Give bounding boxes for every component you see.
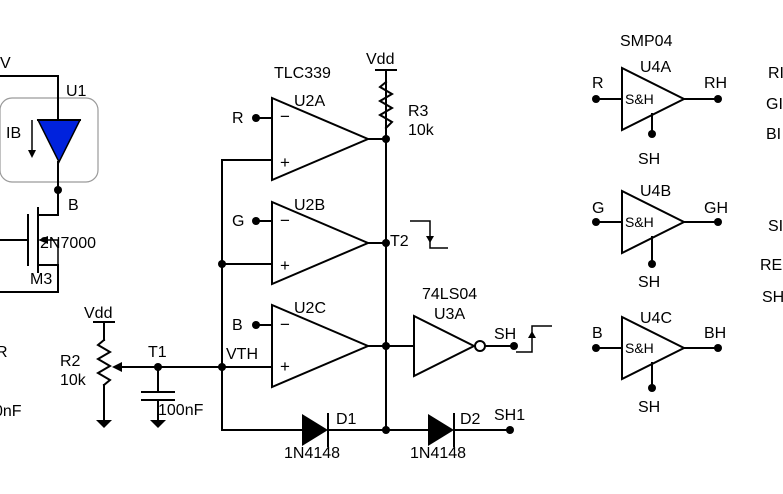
input-label-g: G <box>232 213 244 230</box>
label-r3: R3 <box>408 103 429 120</box>
u4c-control: SH <box>638 399 660 416</box>
right-cutoff-4: SI <box>768 218 783 235</box>
label-u4c: U4C <box>640 310 672 327</box>
sh-waveform-icon <box>516 325 552 353</box>
label-ib: IB <box>6 125 21 142</box>
sample-hold-u4c <box>592 315 722 392</box>
label-u3a: U3A <box>434 306 465 323</box>
label-u2c: U2C <box>294 300 326 317</box>
r2-potentiometer <box>93 321 223 428</box>
label-d2: D2 <box>460 411 481 428</box>
u4b-sh-label: S&H <box>625 214 654 230</box>
comparator-u2a: − + <box>252 96 387 182</box>
comparator-u2c: − + <box>252 303 415 389</box>
right-cutoff-5: RE <box>760 257 782 274</box>
label-u2a: U2A <box>294 93 325 110</box>
inverter-u3a <box>413 314 518 378</box>
right-cutoff-1: RI <box>768 65 783 82</box>
u4a-control: SH <box>638 151 660 168</box>
svg-text:−: − <box>280 211 290 230</box>
u4c-output: BH <box>704 325 726 342</box>
svg-text:+: + <box>280 153 290 172</box>
sample-hold-u4b <box>592 189 722 268</box>
label-smp04: SMP04 <box>620 33 673 50</box>
right-cutoff-3: BI <box>766 126 781 143</box>
u4a-output: RH <box>704 75 727 92</box>
u4b-control: SH <box>638 274 660 291</box>
diode-d2 <box>428 413 455 447</box>
label-b-node: B <box>68 197 79 214</box>
label-d2-part: 1N4148 <box>410 445 466 462</box>
diode-d1 <box>302 413 329 447</box>
label-u4b: U4B <box>640 183 671 200</box>
u4a-input: R <box>592 75 604 92</box>
label-r3-value: 10k <box>408 122 435 139</box>
label-supply-left: V <box>0 55 11 72</box>
input-label-b: B <box>232 317 243 334</box>
label-t2: T2 <box>390 233 409 250</box>
u4c-sh-label: S&H <box>625 340 654 356</box>
label-r2: R2 <box>60 353 81 370</box>
label-d1: D1 <box>336 411 357 428</box>
comparator-u2b: − + <box>252 200 387 286</box>
photodiode-symbol <box>36 119 82 164</box>
sample-hold-u4a <box>592 66 722 138</box>
svg-text:−: − <box>280 315 290 334</box>
right-cutoff-2: GI <box>766 96 783 113</box>
svg-text:+: + <box>280 256 290 275</box>
label-m3: M3 <box>30 271 52 288</box>
label-u2b: U2B <box>294 197 325 214</box>
label-tlc339: TLC339 <box>274 65 331 82</box>
u4b-output: GH <box>704 200 728 217</box>
label-r2-value: 10k <box>60 372 87 389</box>
label-t1: T1 <box>148 344 167 361</box>
label-sh1: SH1 <box>494 407 525 424</box>
label-cap-cutoff: 0nF <box>0 403 22 420</box>
label-u4a: U4A <box>640 59 671 76</box>
svg-text:−: − <box>280 107 290 126</box>
c-filter-capacitor <box>141 363 175 428</box>
label-vdd-r3: Vdd <box>366 51 394 68</box>
label-u1: U1 <box>66 83 87 100</box>
label-sh-output: SH <box>494 326 516 343</box>
label-2n7000: 2N7000 <box>40 235 96 252</box>
label-d1-part: 1N4148 <box>284 445 340 462</box>
label-vth: VTH <box>226 346 258 363</box>
label-r-cutoff: R <box>0 344 8 361</box>
t2-waveform-icon <box>410 220 448 249</box>
u4a-sh-label: S&H <box>625 91 654 107</box>
right-cutoff-6: SH <box>762 289 783 306</box>
input-label-r: R <box>232 110 244 127</box>
svg-text:+: + <box>280 357 290 376</box>
label-vdd-r2: Vdd <box>84 305 112 322</box>
u4b-input: G <box>592 200 604 217</box>
u1-photodiode-block <box>0 75 99 293</box>
r3-pullup-resistor <box>375 69 397 130</box>
u4c-input: B <box>592 325 603 342</box>
label-cap-value: 100nF <box>158 402 204 419</box>
label-74ls04: 74LS04 <box>422 286 477 303</box>
